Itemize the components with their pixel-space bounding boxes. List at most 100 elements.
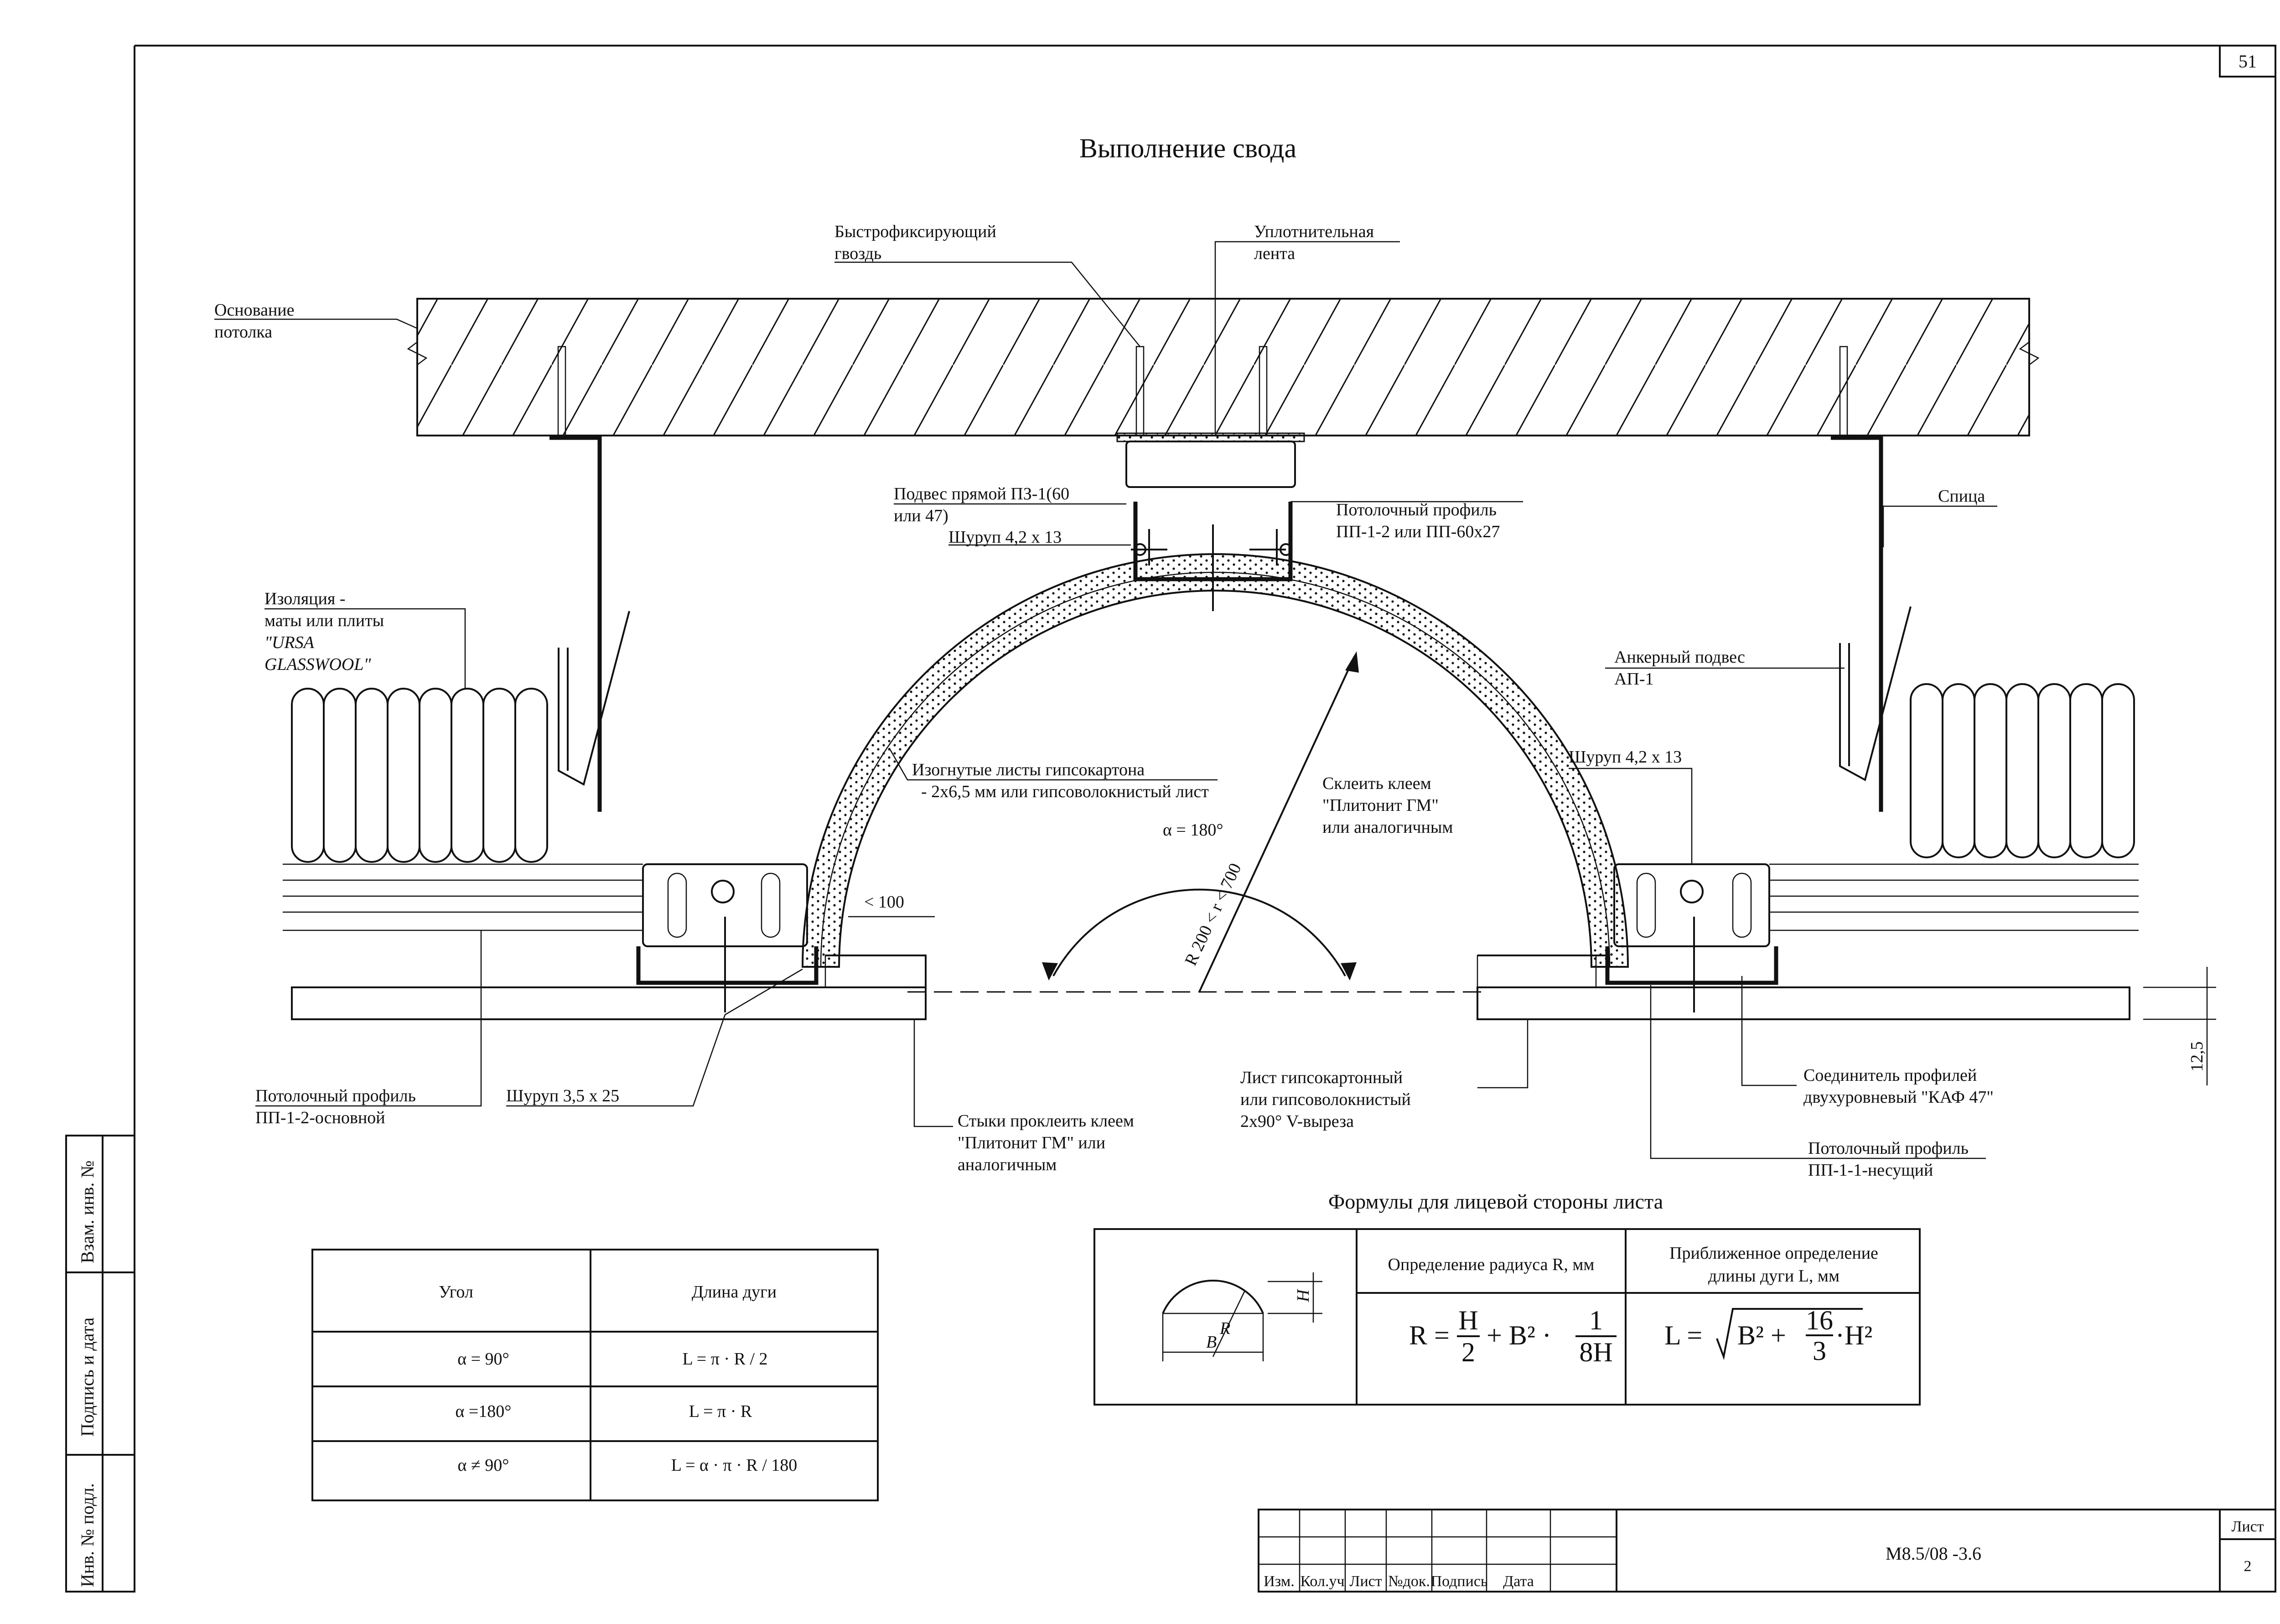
tb-sheet-label: Лист [2231, 1518, 2264, 1535]
arc-formula-3: 3 [1813, 1336, 1826, 1366]
radius-formula-lhs: R = [1409, 1320, 1450, 1350]
formulas-col2-header-2: длины дуги L, мм [1708, 1266, 1840, 1286]
label-dimension-12-5: 12,5 [2187, 1042, 2207, 1072]
tb-col-list: Лист [1349, 1573, 1382, 1590]
label-joints-1: Стыки проклеить клеем [958, 1111, 1134, 1131]
tb-col-signature: Подпись [1431, 1573, 1488, 1590]
label-dimension-100: < 100 [864, 892, 904, 912]
label-joints-3: аналогичным [958, 1155, 1057, 1174]
infill-lines [283, 863, 2139, 931]
label-insulation-3: "URSA [264, 633, 315, 652]
label-base-1: Основание [214, 301, 295, 320]
tb-col-izm: Изм. [1264, 1573, 1295, 1590]
label-ceiling-profile-bearing-1: Потолочный профиль [1808, 1139, 1969, 1158]
label-insulation-1: Изоляция - [264, 589, 345, 608]
label-bent-sheets-2: - 2х6,5 мм или гипсоволокнистый лист [921, 782, 1209, 801]
radius-sketch: R B H [1162, 1272, 1322, 1361]
arc-formula-h2: ·H² [1835, 1320, 1872, 1350]
label-hanger-2: или 47) [894, 506, 948, 525]
dimension-12-5 [2143, 967, 2216, 1085]
side-stamp-replace: Взам. инв. № [77, 1161, 98, 1263]
label-glue-2: "Плитонит ГМ" [1322, 796, 1439, 815]
label-ceiling-profile-main-1: Потолочный профиль [255, 1086, 416, 1105]
radius-formula-h: H [1458, 1305, 1478, 1335]
title-block: Изм. Кол.уч Лист №док. Подпись Дата М8.5… [1258, 1509, 2276, 1593]
formulas-table: Определение радиуса R, мм Приближенное о… [1093, 1228, 1921, 1406]
label-connector-2: двухуровневый "КАФ 47" [1803, 1088, 1994, 1107]
arc-formula-b2: B² + [1737, 1320, 1786, 1350]
tb-col-kol: Кол.уч [1300, 1573, 1344, 1590]
label-nail-2: гвоздь [834, 244, 881, 263]
tb-col-doc: №док. [1388, 1573, 1430, 1590]
tb-doc-code: М8.5/08 -3.6 [1886, 1543, 1981, 1564]
sheet-number: 51 [2239, 51, 2257, 72]
label-ceiling-profile-top-2: ПП-1-2 или ПП-60х27 [1336, 522, 1500, 541]
label-ceiling-profile-main-2: ПП-1-2-основной [255, 1108, 385, 1127]
label-screw-bottom: Шуруп 3,5 х 25 [506, 1086, 619, 1105]
radius-formula-two: 2 [1461, 1337, 1475, 1367]
arc-table-cell: L = π · R / 2 [683, 1349, 768, 1369]
side-stamp-inventory: Инв. № подл. [77, 1483, 98, 1587]
side-stamp-signature: Подпись и дата [77, 1318, 98, 1437]
label-nail-1: Быстрофиксирующий [834, 222, 996, 241]
spokes [549, 436, 1883, 812]
leader-lines [214, 241, 1997, 1159]
label-insulation-4: GLASSWOOL" [264, 655, 371, 674]
sketch-label-h: H [1294, 1288, 1313, 1302]
label-bent-sheets-1: Изогнутые листы гипсокартона [912, 760, 1145, 779]
ceiling-sheets [291, 955, 2130, 1020]
annotation-labels: Основание потолка Быстрофиксирующий гвоз… [214, 222, 2207, 1180]
side-stamp: Взам. инв. № Подпись и дата Инв. № подл. [65, 1135, 135, 1593]
label-anchor-2: АП-1 [1614, 669, 1654, 689]
anchor-hangers [558, 606, 1912, 786]
arc-formula: L = B² + 16 3 ·H² [1664, 1305, 1872, 1366]
sheet-frame [134, 45, 2276, 1592]
arc-table-cell: α = 90° [457, 1349, 509, 1369]
radius-formula-plus: + B² · [1487, 1320, 1551, 1350]
arc-table-cell: α ≠ 90° [458, 1456, 509, 1475]
label-joints-2: "Плитонит ГМ" или [958, 1133, 1105, 1152]
label-tape-2: лента [1254, 244, 1295, 263]
arc-table-cell: L = α · π · R / 180 [671, 1456, 798, 1475]
label-gkl-sheet-3: 2х90° V-выреза [1240, 1112, 1354, 1131]
label-tape-1: Уплотнительная [1254, 222, 1374, 241]
arc-table-cell: α =180° [455, 1402, 511, 1421]
tb-sheet-value: 2 [2244, 1558, 2252, 1575]
arc-table-cell: L = π · R [689, 1402, 752, 1421]
formulas-col1-header: Определение радиуса R, мм [1388, 1255, 1595, 1274]
label-angle: α = 180° [1163, 820, 1223, 840]
label-ceiling-profile-bearing-2: ПП-1-1-несущий [1808, 1161, 1933, 1180]
radius-formula-one: 1 [1589, 1305, 1603, 1335]
nails [557, 346, 1848, 436]
label-insulation-2: маты или плиты [264, 611, 384, 630]
drawing-title: Выполнение свода [1079, 133, 1296, 163]
sketch-label-b: B [1206, 1333, 1217, 1352]
radius-formula-8h: 8H [1579, 1337, 1612, 1367]
arc-formula-16: 16 [1806, 1305, 1833, 1335]
label-glue-1: Склеить клеем [1322, 774, 1431, 793]
label-screw-top: Шуруп 4,2 х 13 [948, 528, 1062, 547]
label-gkl-sheet-2: или гипсоволокнистый [1240, 1090, 1411, 1109]
label-connector-1: Соединитель профилей [1803, 1066, 1977, 1085]
formulas-title: Формулы для лицевой стороны листа [1328, 1190, 1663, 1213]
tb-col-date: Дата [1503, 1573, 1534, 1590]
label-spoke: Спица [1938, 487, 1985, 506]
angle-indicator [1042, 651, 1359, 992]
label-screw-right: Шуруп 4,2 х 13 [1569, 747, 1682, 767]
insulation-left [291, 688, 548, 863]
arc-length-table: Угол Длина дуги α = 90° L = π · R / 2 α … [311, 1249, 879, 1501]
insulation-right [1910, 683, 2135, 858]
label-glue-3: или аналогичным [1322, 818, 1453, 837]
sketch-label-r: R [1219, 1319, 1230, 1338]
arc-table-header-length: Длина дуги [692, 1282, 777, 1302]
label-anchor-1: Анкерный подвес [1614, 648, 1745, 667]
formulas-col2-header-1: Приближенное определение [1669, 1244, 1878, 1263]
label-base-2: потолка [214, 322, 272, 342]
label-hanger-1: Подвес прямой ПЗ-1(60 [894, 484, 1069, 503]
gypsum-vault [801, 553, 1629, 968]
label-gkl-sheet-1: Лист гипсокартонный [1240, 1068, 1403, 1087]
arc-table-header-angle: Угол [439, 1282, 473, 1302]
center-hanger-assembly [1116, 432, 1305, 611]
